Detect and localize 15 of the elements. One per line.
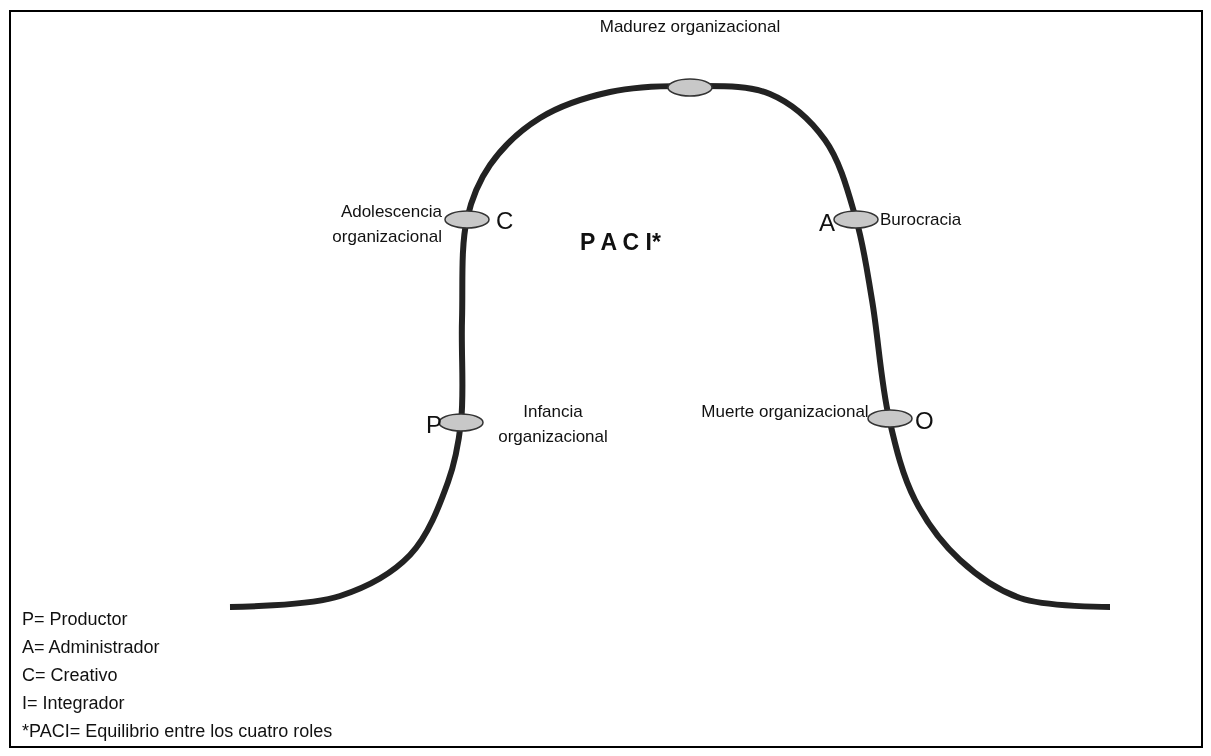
stage-label: Infancia organizacional	[497, 401, 609, 448]
legend-text: C= Creativo	[22, 665, 118, 686]
legend-text: P= Productor	[22, 609, 128, 630]
stage-label: Adolescencia organizacional	[331, 201, 442, 248]
role-letter: O	[915, 406, 935, 436]
role-letter: A	[818, 208, 835, 238]
legend-text: I= Integrador	[22, 693, 125, 714]
role-letter: P	[425, 410, 442, 440]
role-letter: C	[496, 206, 515, 236]
legend-text: *PACI= Equilibrio entre los cuatro roles	[22, 721, 333, 742]
stage-label: Madurez organizacional	[598, 16, 782, 38]
stage-label: Muerte organizacional	[700, 401, 870, 423]
central-label: P A C I*	[580, 229, 661, 256]
legend-text: A= Administrador	[22, 637, 160, 658]
stage-label: Burocracia	[880, 209, 963, 231]
